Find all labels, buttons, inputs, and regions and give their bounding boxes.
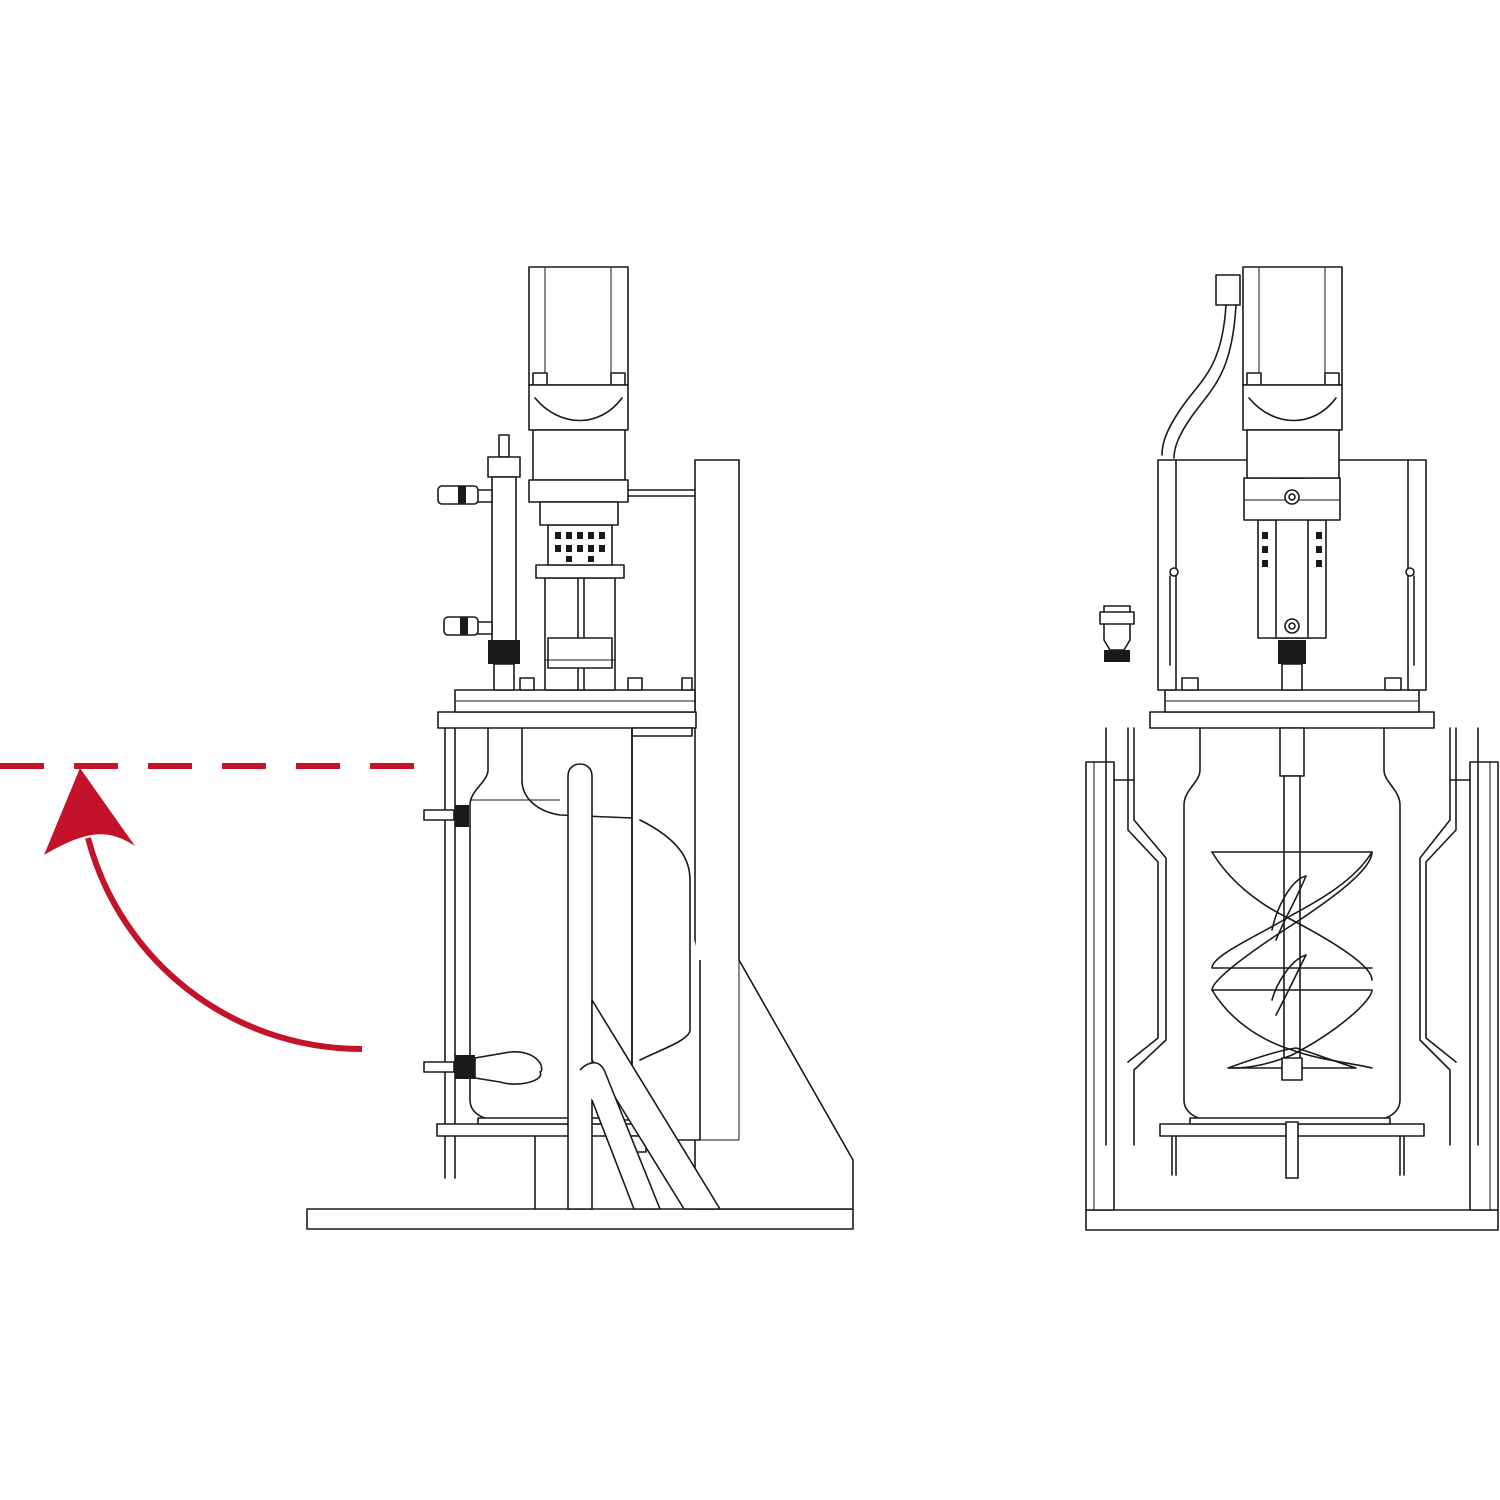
curved-arrow-head [44, 768, 135, 855]
curved-arrow-icon [85, 837, 363, 1052]
side-coupling [535, 524, 625, 691]
side-motor [528, 266, 696, 526]
front-upper-frame [1157, 459, 1427, 691]
side-jacket-inlet [423, 805, 543, 1085]
side-head-plate [437, 689, 697, 737]
front-motor-cable [1161, 274, 1241, 459]
front-head-plate [1149, 677, 1435, 729]
front-base [1085, 1209, 1499, 1231]
front-view [1085, 266, 1499, 1231]
front-helical-impeller [1211, 727, 1373, 1081]
side-support-arm [567, 763, 721, 1210]
front-outer-frame [1085, 761, 1499, 1211]
side-base-plate [306, 1208, 854, 1230]
tilt-annotation [0, 763, 438, 1052]
side-coupling-slots [555, 532, 605, 562]
front-probe [1099, 605, 1135, 662]
front-coupling-slots [1262, 532, 1322, 567]
front-bottom-plate [1159, 1117, 1425, 1179]
side-cradle [631, 728, 701, 1141]
front-motor [1242, 266, 1343, 479]
front-coupling [1243, 439, 1341, 691]
side-condenser [437, 434, 521, 691]
side-view [306, 266, 854, 1230]
front-jacket [1105, 727, 1479, 1146]
